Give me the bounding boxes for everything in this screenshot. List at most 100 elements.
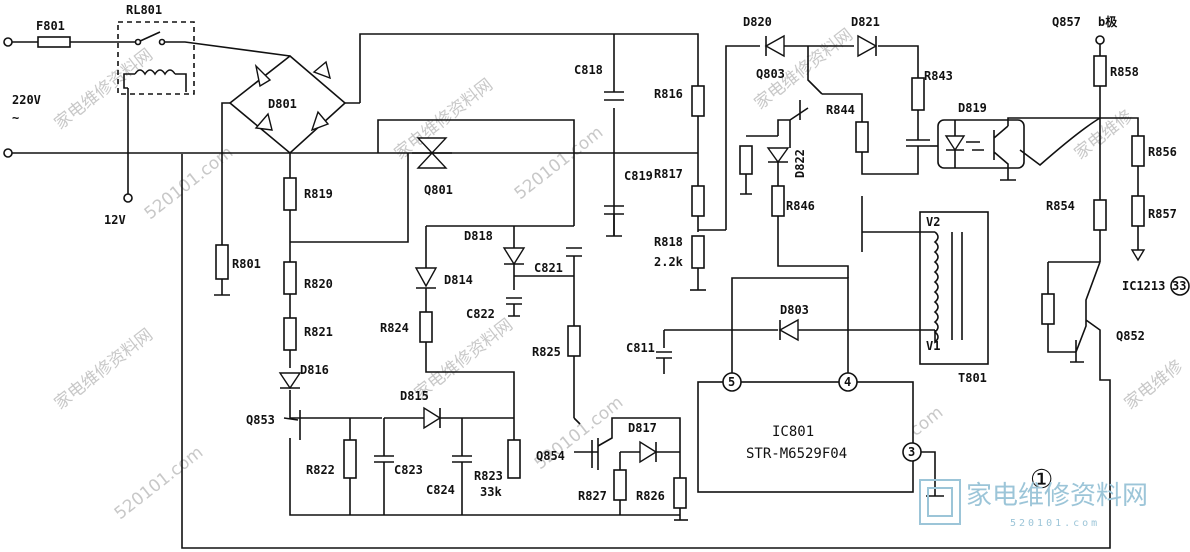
resistor-r854 — [1093, 199, 1107, 231]
resistor-r846 — [771, 185, 785, 217]
label-ic1213-pin: 33 — [1172, 279, 1186, 293]
label-r844: R844 — [826, 103, 855, 117]
label-r823: R823 — [474, 469, 503, 483]
label-c818: C818 — [574, 63, 603, 77]
resistor-r856 — [1131, 135, 1145, 167]
label-f801: F801 — [36, 19, 65, 33]
label-r820: R820 — [304, 277, 333, 291]
label-q803: Q803 — [756, 67, 785, 81]
label-d817: D817 — [628, 421, 657, 435]
label-d819: D819 — [958, 101, 987, 115]
resistor-r826 — [673, 477, 687, 509]
terminal-2 — [3, 148, 13, 158]
label-r818: R818 — [654, 235, 683, 249]
diode-d818 — [502, 247, 526, 266]
label-r858: R858 — [1110, 65, 1139, 79]
label-d821: D821 — [851, 15, 880, 29]
ic1213-pin-circle — [1170, 276, 1190, 296]
resistor-r816 — [691, 85, 705, 117]
resistor-r823 — [507, 439, 521, 479]
resistor-r820 — [283, 261, 297, 295]
label-c821: C821 — [534, 261, 563, 275]
label-d816: D816 — [300, 363, 329, 377]
label-t801: T801 — [958, 371, 987, 385]
label-r819: R819 — [304, 187, 333, 201]
label-q801: Q801 — [424, 183, 453, 197]
terminal-1 — [3, 37, 13, 47]
resistor-r817 — [691, 185, 705, 217]
diode-d817 — [639, 440, 658, 464]
label-ac-symbol: ~ — [12, 111, 19, 125]
diode-d803 — [778, 318, 799, 342]
resistor-r801 — [215, 244, 229, 280]
label-c824: C824 — [426, 483, 455, 497]
label-circle-1: ① — [1030, 465, 1053, 495]
label-v2: V2 — [926, 215, 940, 229]
diode-d822 — [766, 147, 790, 164]
q857-terminal — [1095, 35, 1105, 45]
svg-text:家电维修资料网: 家电维修资料网 — [51, 45, 157, 134]
resistor-r843 — [911, 77, 925, 111]
resistor-r818 — [691, 235, 705, 269]
label-r857: R857 — [1148, 207, 1177, 221]
resistor-r857 — [1131, 195, 1145, 227]
svg-text:520101.com: 520101.com — [511, 123, 607, 204]
label-r821: R821 — [304, 325, 333, 339]
label-q852: Q852 — [1116, 329, 1145, 343]
label-d803: D803 — [780, 303, 809, 317]
label-c819: C819 — [624, 169, 653, 183]
label-ic801-part: STR-M6529F04 — [746, 446, 847, 462]
resistor-r-unlabeled-1 — [739, 145, 753, 175]
ic801-chip — [697, 381, 914, 493]
label-q853: Q853 — [246, 413, 275, 427]
site-logo — [919, 479, 961, 525]
label-q857: Q857 — [1052, 15, 1081, 29]
label-c823: C823 — [394, 463, 423, 477]
diode-d821 — [857, 34, 878, 58]
label-r824: R824 — [380, 321, 409, 335]
terminal-12v — [123, 193, 133, 203]
label-r801: R801 — [232, 257, 261, 271]
label-c811: C811 — [626, 341, 655, 355]
diode-d816 — [278, 372, 302, 390]
resistor-r821 — [283, 317, 297, 351]
svg-text:520101.com: 520101.com — [111, 443, 207, 524]
label-d820: D820 — [743, 15, 772, 29]
label-r816: R816 — [654, 87, 683, 101]
label-r818-value: 2.2k — [654, 255, 684, 269]
label-12v: 12V — [104, 213, 126, 227]
label-ic1213: IC1213 — [1122, 279, 1165, 293]
diode-d815 — [423, 406, 442, 430]
label-q854: Q854 — [536, 449, 565, 463]
relay-rl801-box — [117, 21, 195, 95]
resistor-r825 — [567, 325, 581, 357]
label-r846: R846 — [786, 199, 815, 213]
resistor-r858 — [1093, 55, 1107, 87]
logo-text: 家电维修资料网 — [966, 481, 1148, 511]
resistor-r827 — [613, 469, 627, 501]
label-r817: R817 — [654, 167, 683, 181]
label-r856: R856 — [1148, 145, 1177, 159]
label-d801: D801 — [268, 97, 297, 111]
label-r843: R843 — [924, 69, 953, 83]
label-r822: R822 — [306, 463, 335, 477]
transformer-t801 — [919, 211, 989, 365]
label-pin3: 3 — [908, 445, 915, 459]
diode-d814 — [414, 267, 438, 288]
resistor-r852-base — [1041, 293, 1055, 325]
optocoupler-d819 — [937, 119, 1025, 169]
bridge-d801 — [221, 54, 360, 245]
label-ic801: IC801 — [772, 424, 814, 440]
fuse-f801 — [37, 36, 71, 48]
resistor-r819 — [283, 177, 297, 211]
label-d814: D814 — [444, 273, 473, 287]
label-rl801: RL801 — [126, 3, 162, 17]
label-r854: R854 — [1046, 199, 1075, 213]
label-d815: D815 — [400, 389, 429, 403]
label-r823-value: 33k — [480, 485, 502, 499]
resistor-r822 — [343, 439, 357, 479]
label-r827: R827 — [578, 489, 607, 503]
label-d822: D822 — [793, 149, 807, 178]
diode-d820 — [764, 34, 785, 58]
label-r825: R825 — [532, 345, 561, 359]
